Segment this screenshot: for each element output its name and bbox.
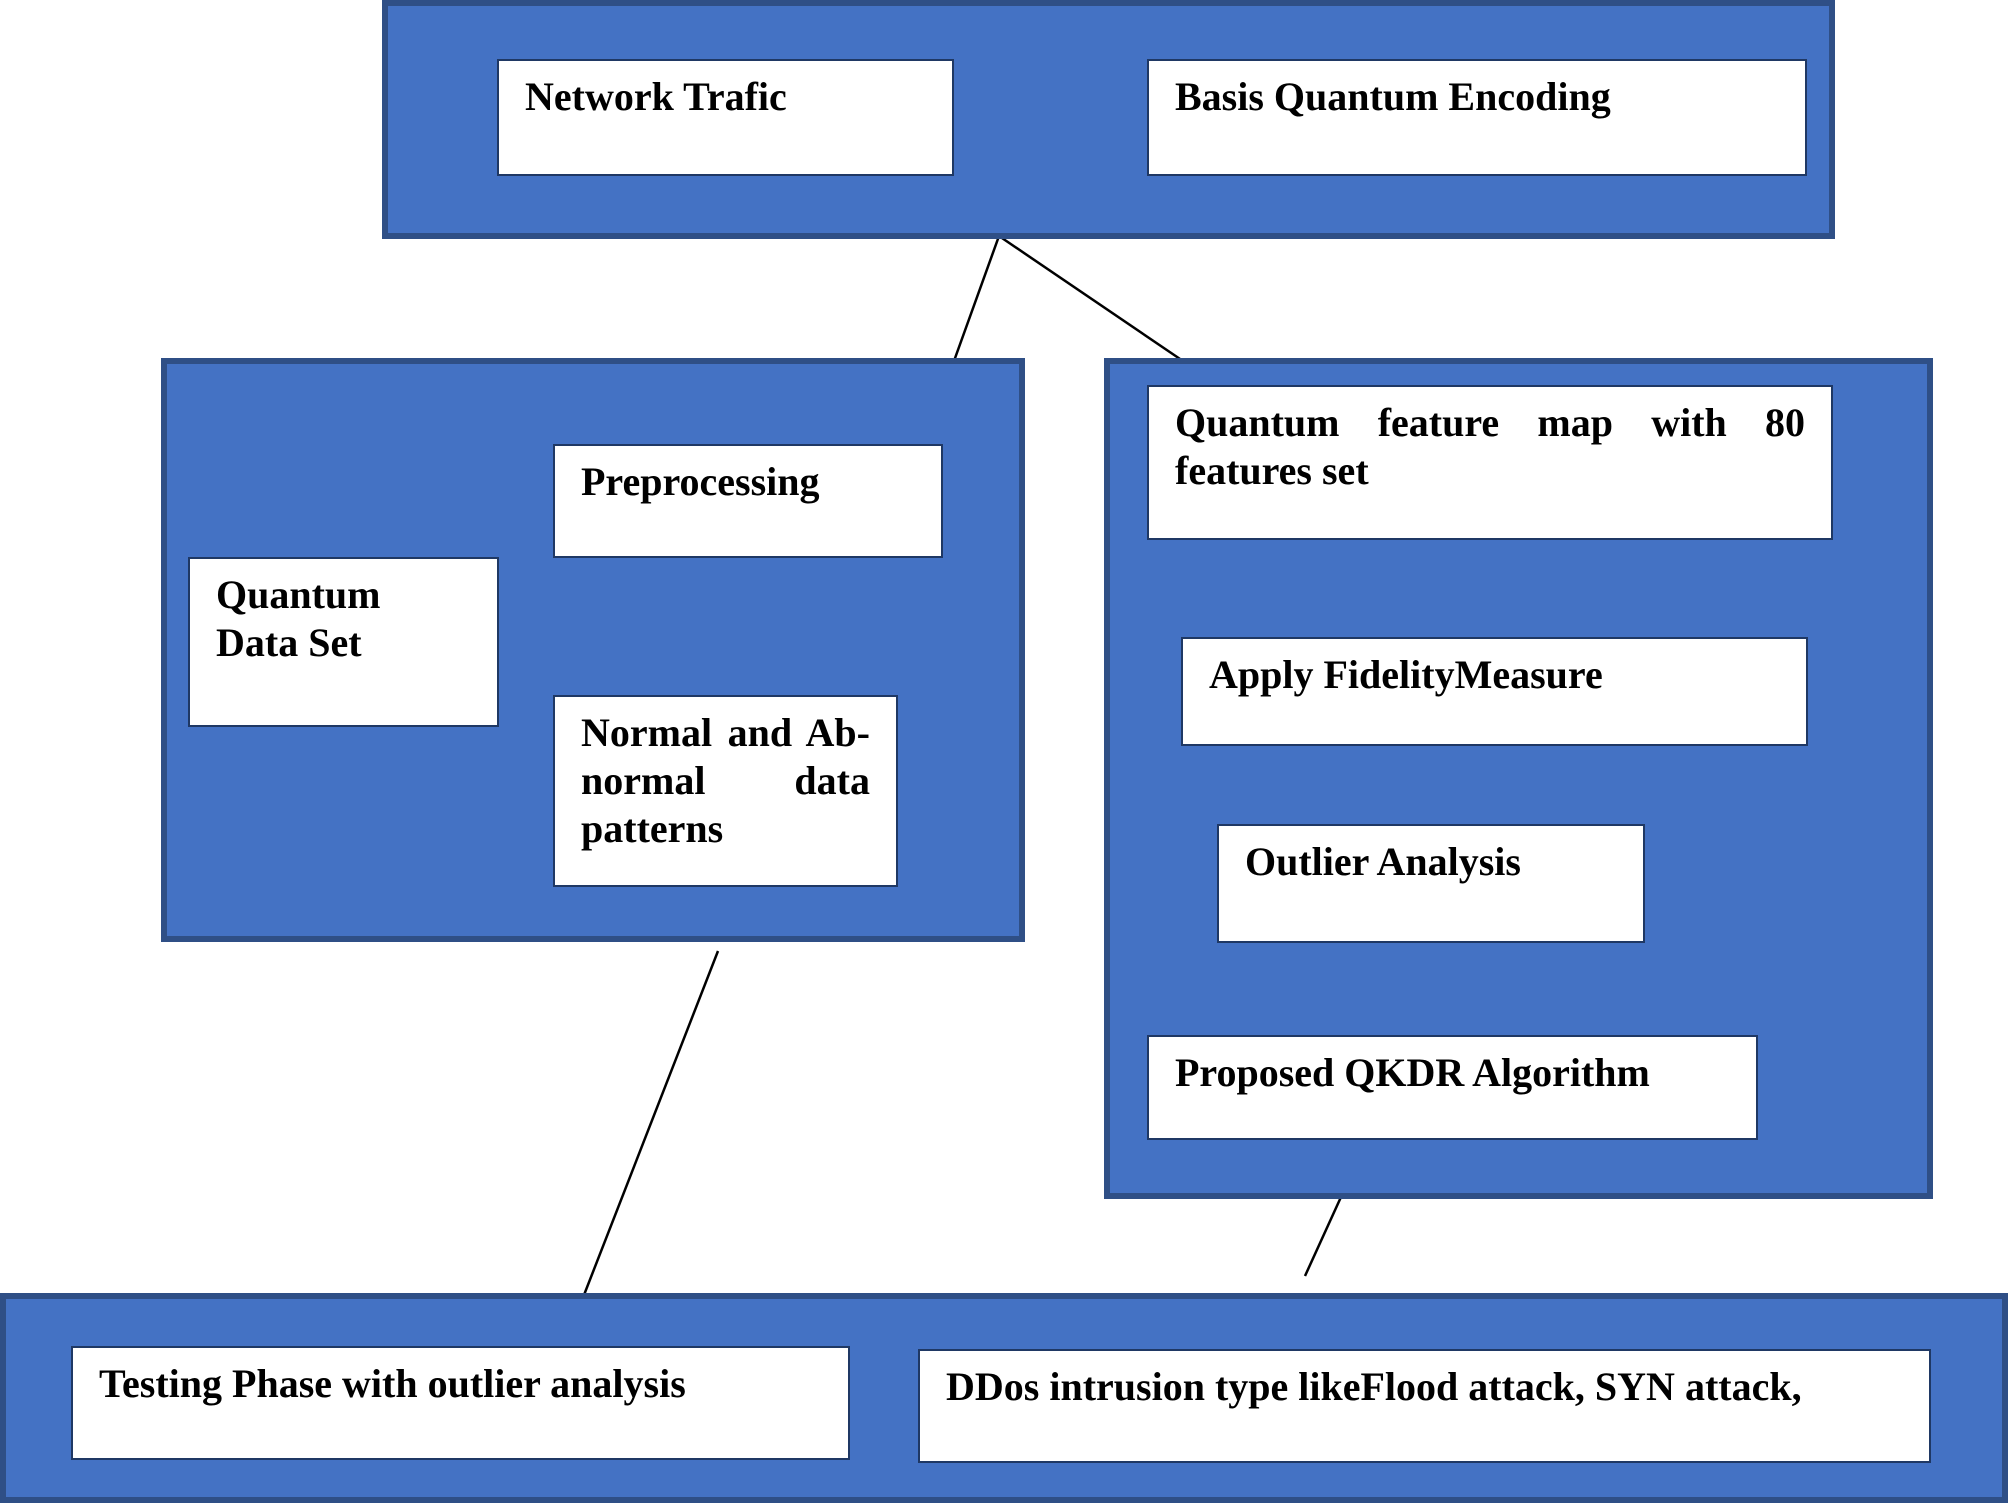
ddos-box: DDos intrusion type likeFlood attack, SY… (918, 1349, 1931, 1463)
connector-left-to-bottom (582, 950, 720, 1296)
quantum-dataset-box: Quantum Data Set (188, 557, 499, 727)
quantum-dataset-label: Quantum Data Set (216, 572, 381, 665)
ddos-label: DDos intrusion type likeFlood attack, SY… (946, 1364, 1802, 1409)
outlier-box: Outlier Analysis (1217, 824, 1645, 943)
connector-right-to-bottom (1303, 1196, 1343, 1277)
outlier-label: Outlier Analysis (1245, 839, 1521, 884)
fidelity-label: Apply FidelityMeasure (1209, 652, 1603, 697)
connector-top-to-left (952, 235, 1001, 362)
qkdr-box: Proposed QKDR Algorithm (1147, 1035, 1758, 1140)
preprocessing-label: Preprocessing (581, 459, 820, 504)
network-traffic-box: Network Trafic (497, 59, 954, 176)
fidelity-box: Apply FidelityMeasure (1181, 637, 1808, 746)
feature-map-label: Quantum feature map with 80 features set (1175, 400, 1805, 493)
patterns-box: Normal and Ab-normal data patterns (553, 695, 898, 887)
patterns-label: Normal and Ab-normal data patterns (581, 710, 870, 851)
basis-encoding-label: Basis Quantum Encoding (1175, 74, 1611, 119)
testing-label: Testing Phase with outlier analysis (99, 1361, 686, 1406)
feature-map-box: Quantum feature map with 80 features set (1147, 385, 1833, 540)
testing-box: Testing Phase with outlier analysis (71, 1346, 850, 1460)
basis-encoding-box: Basis Quantum Encoding (1147, 59, 1807, 176)
network-traffic-label: Network Trafic (525, 74, 787, 119)
connector-top-to-right (998, 234, 1184, 363)
preprocessing-box: Preprocessing (553, 444, 943, 558)
qkdr-label: Proposed QKDR Algorithm (1175, 1050, 1650, 1095)
